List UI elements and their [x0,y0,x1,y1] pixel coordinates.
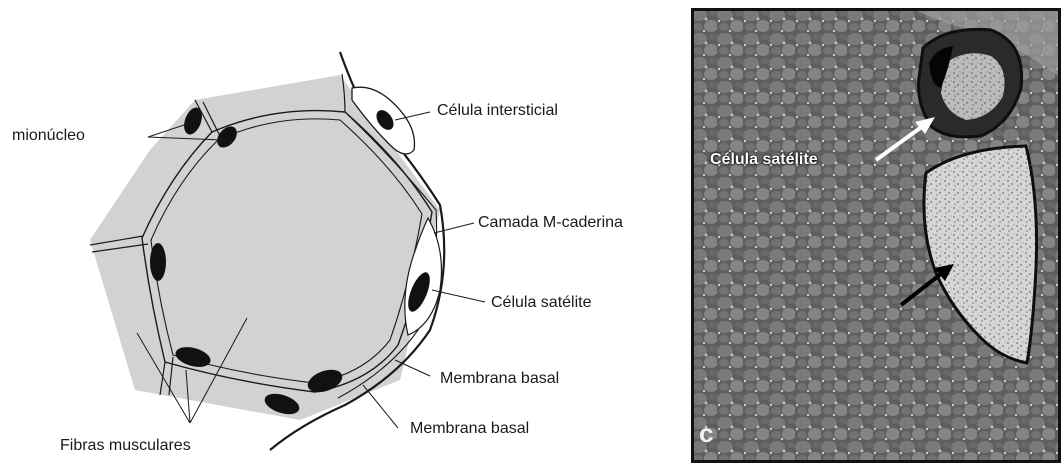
label-membrana-basal-1: Membrana basal [440,371,559,387]
schematic-diagram [0,0,690,463]
micrograph-label-celula-satelite: Célula satélite [710,152,818,168]
panel-letter: c [699,420,713,446]
label-membrana-basal-2: Membrana basal [410,421,529,437]
label-celula-intersticial: Célula intersticial [437,103,558,119]
leader-membrana-2 [363,385,398,428]
micrograph-image [691,8,1061,463]
label-celula-satelite: Célula satélite [491,295,592,311]
electron-micrograph: Célula satélite c [691,8,1061,463]
label-camada-m-caderina: Camada M-caderina [478,215,623,231]
label-mionucleo: mionúcleo [12,128,85,144]
label-fibras-musculares: Fibras musculares [60,438,191,454]
myonucleus [150,243,166,281]
leader-camada [434,223,474,233]
